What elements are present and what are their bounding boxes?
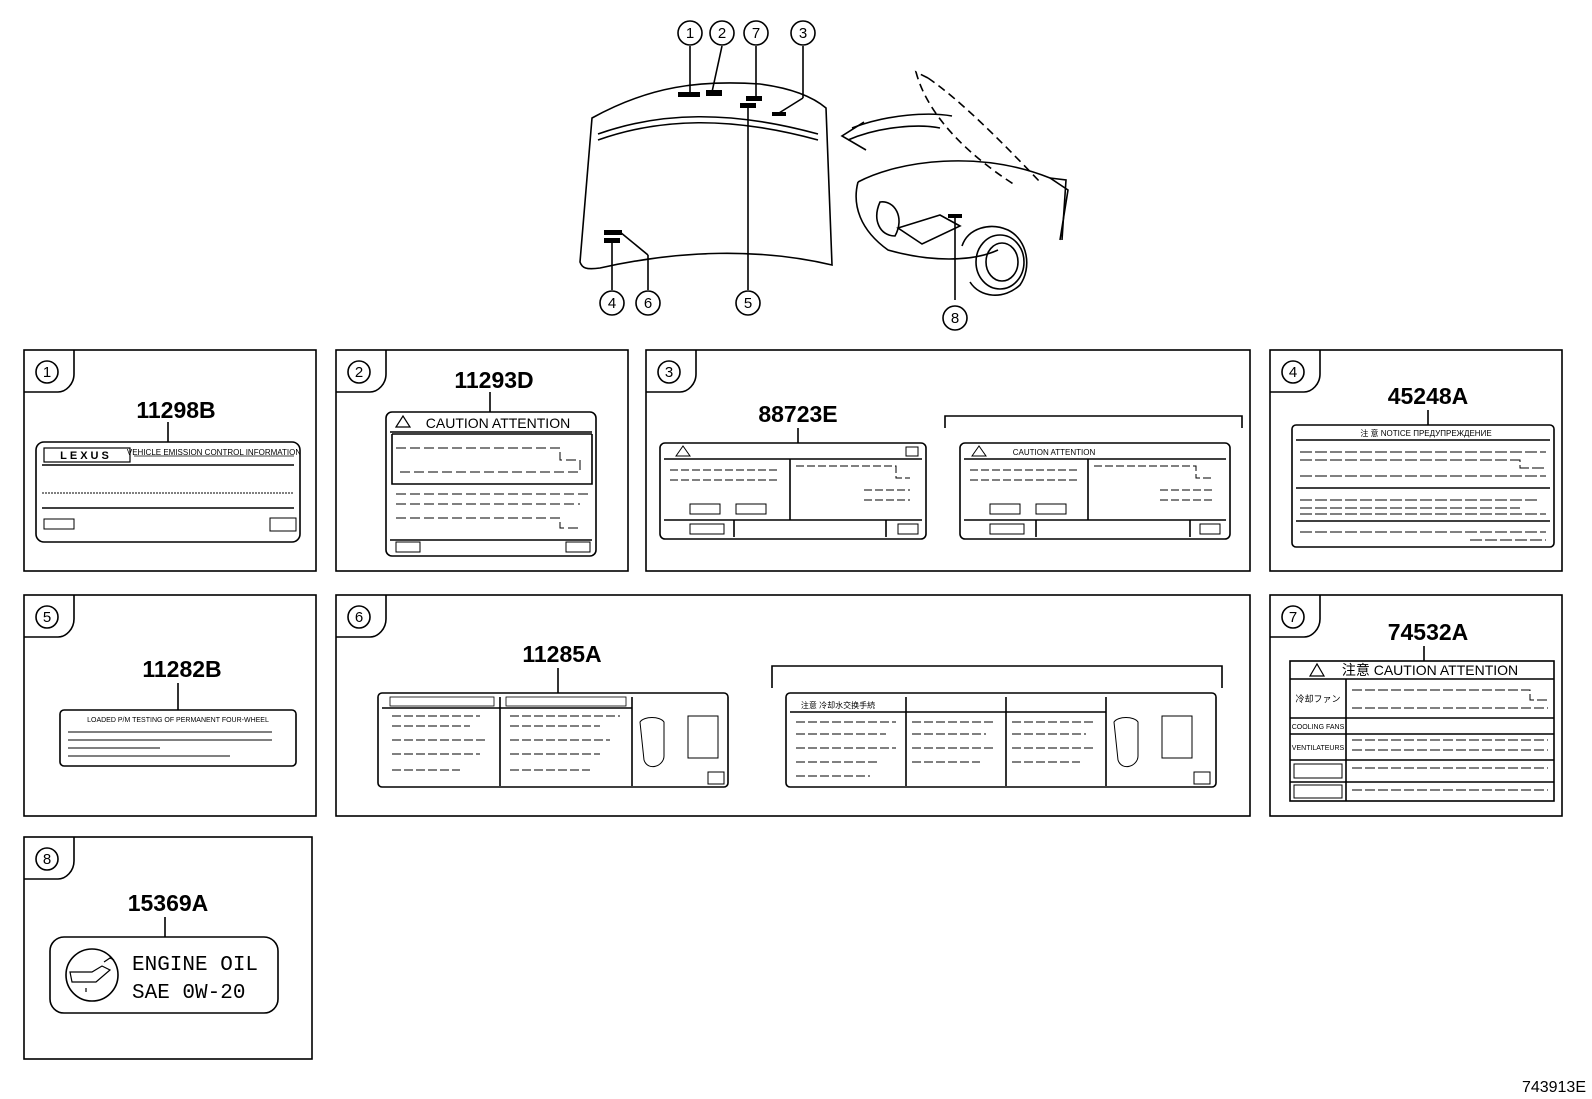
- engine-oil-line-2: SAE 0W-20: [132, 982, 245, 1005]
- label-74532a-drawing: [1289, 646, 1555, 802]
- label-88723e-drawing: [659, 415, 1243, 540]
- row-label-cooling-fans: COOLING FANS: [1292, 724, 1345, 731]
- notice-header-45248a: 注 意 NOTICE ПРЕДУПРЕЖДЕНИЕ: [1360, 428, 1491, 438]
- part-number-11282b: 11282B: [142, 656, 221, 682]
- panel-frames: [23, 349, 1563, 1060]
- overview-callout-7: 7: [752, 25, 760, 42]
- caution-header-11293d: CAUTION ATTENTION: [426, 415, 570, 431]
- label-15369a-drawing: [49, 917, 279, 1014]
- part-number-45248a: 45248A: [1388, 383, 1469, 409]
- label-11293d-drawing: [385, 392, 597, 557]
- overview-callout-1: 1: [686, 25, 694, 42]
- panel-3-number: 3: [665, 364, 673, 381]
- row-label-ventilateurs: VENTILATEURS: [1292, 745, 1345, 752]
- emission-label-header: VEHICLE EMISSION CONTROL INFORMATION: [127, 448, 301, 457]
- panel-2-number: 2: [355, 364, 363, 381]
- part-number-88723e: 88723E: [758, 401, 837, 427]
- panel-4-number: 4: [1289, 364, 1297, 381]
- part-number-11293d: 11293D: [454, 367, 533, 393]
- overview-callout-8: 8: [951, 310, 959, 327]
- caution-header-74532a: 注意 CAUTION ATTENTION: [1342, 662, 1518, 678]
- overview-callout-4: 4: [608, 295, 616, 312]
- lexus-logo-text: LEXUS: [60, 450, 112, 462]
- overview-callouts: [599, 20, 968, 331]
- part-number-11298b: 11298B: [136, 397, 215, 423]
- engine-oil-line-1: ENGINE OIL: [132, 954, 258, 977]
- label-11298b-drawing: [35, 422, 301, 543]
- label-11282b-drawing: [59, 683, 297, 767]
- panel-7-number: 7: [1289, 609, 1297, 626]
- diagram-id: 743913E: [1522, 1079, 1586, 1096]
- overview-callout-6: 6: [644, 295, 652, 312]
- coolant-header-variant: 注意 冷却水交换手続: [801, 700, 875, 710]
- overview-callout-5: 5: [744, 295, 752, 312]
- panel-1-number: 1: [43, 364, 51, 381]
- label-45248a-drawing: [1291, 410, 1555, 548]
- panel-5-number: 5: [43, 609, 51, 626]
- label-11285a-drawing: [377, 665, 1223, 788]
- overview-callout-2: 2: [718, 25, 726, 42]
- row-label-cooling-fan-jp: 冷却ファン: [1295, 693, 1340, 704]
- caution-header-88723e-variant: CAUTION ATTENTION: [1013, 448, 1096, 457]
- part-number-74532a: 74532A: [1388, 619, 1469, 645]
- overview-callout-3: 3: [799, 25, 807, 42]
- car-front-overview: [840, 70, 1069, 296]
- p-m-testing-header: LOADED P/M TESTING OF PERMANENT FOUR-WHE…: [87, 717, 269, 724]
- part-number-11285a: 11285A: [522, 641, 601, 667]
- part-number-15369a: 15369A: [128, 890, 209, 916]
- panel-8-number: 8: [43, 851, 51, 868]
- panel-6-number: 6: [355, 609, 363, 626]
- hood-overview: [579, 45, 962, 300]
